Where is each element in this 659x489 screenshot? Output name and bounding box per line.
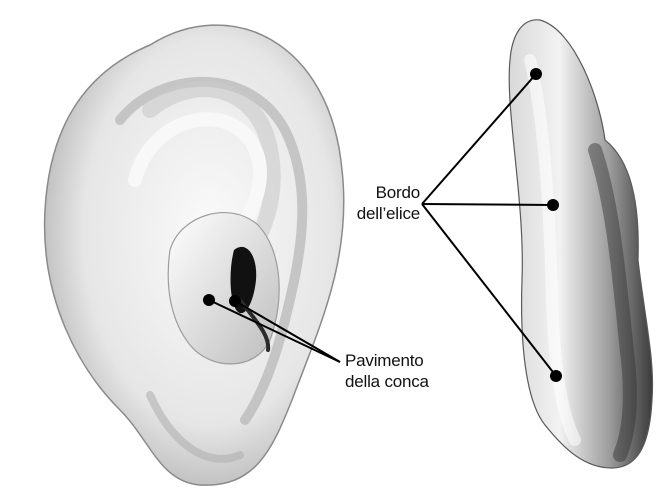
concha-marker-right — [229, 295, 241, 307]
concha-floor-label-line1: Pavimento — [345, 350, 465, 371]
helix-leader-middle — [422, 204, 553, 205]
helix-marker-bottom — [550, 370, 562, 382]
concha-floor-label-line2: della conca — [345, 371, 465, 392]
ear-side-illustration — [509, 20, 652, 468]
helix-marker-middle — [547, 199, 559, 211]
helix-rim-label-line1: Bordo — [330, 182, 420, 203]
ear-illustration — [45, 25, 344, 485]
concha-floor-label: Pavimento della conca — [345, 350, 465, 392]
helix-rim-label: Bordo dell’elice — [330, 182, 420, 224]
helix-rim-label-line2: dell’elice — [330, 203, 420, 224]
concha-marker-left — [203, 294, 215, 306]
helix-marker-top — [530, 68, 542, 80]
